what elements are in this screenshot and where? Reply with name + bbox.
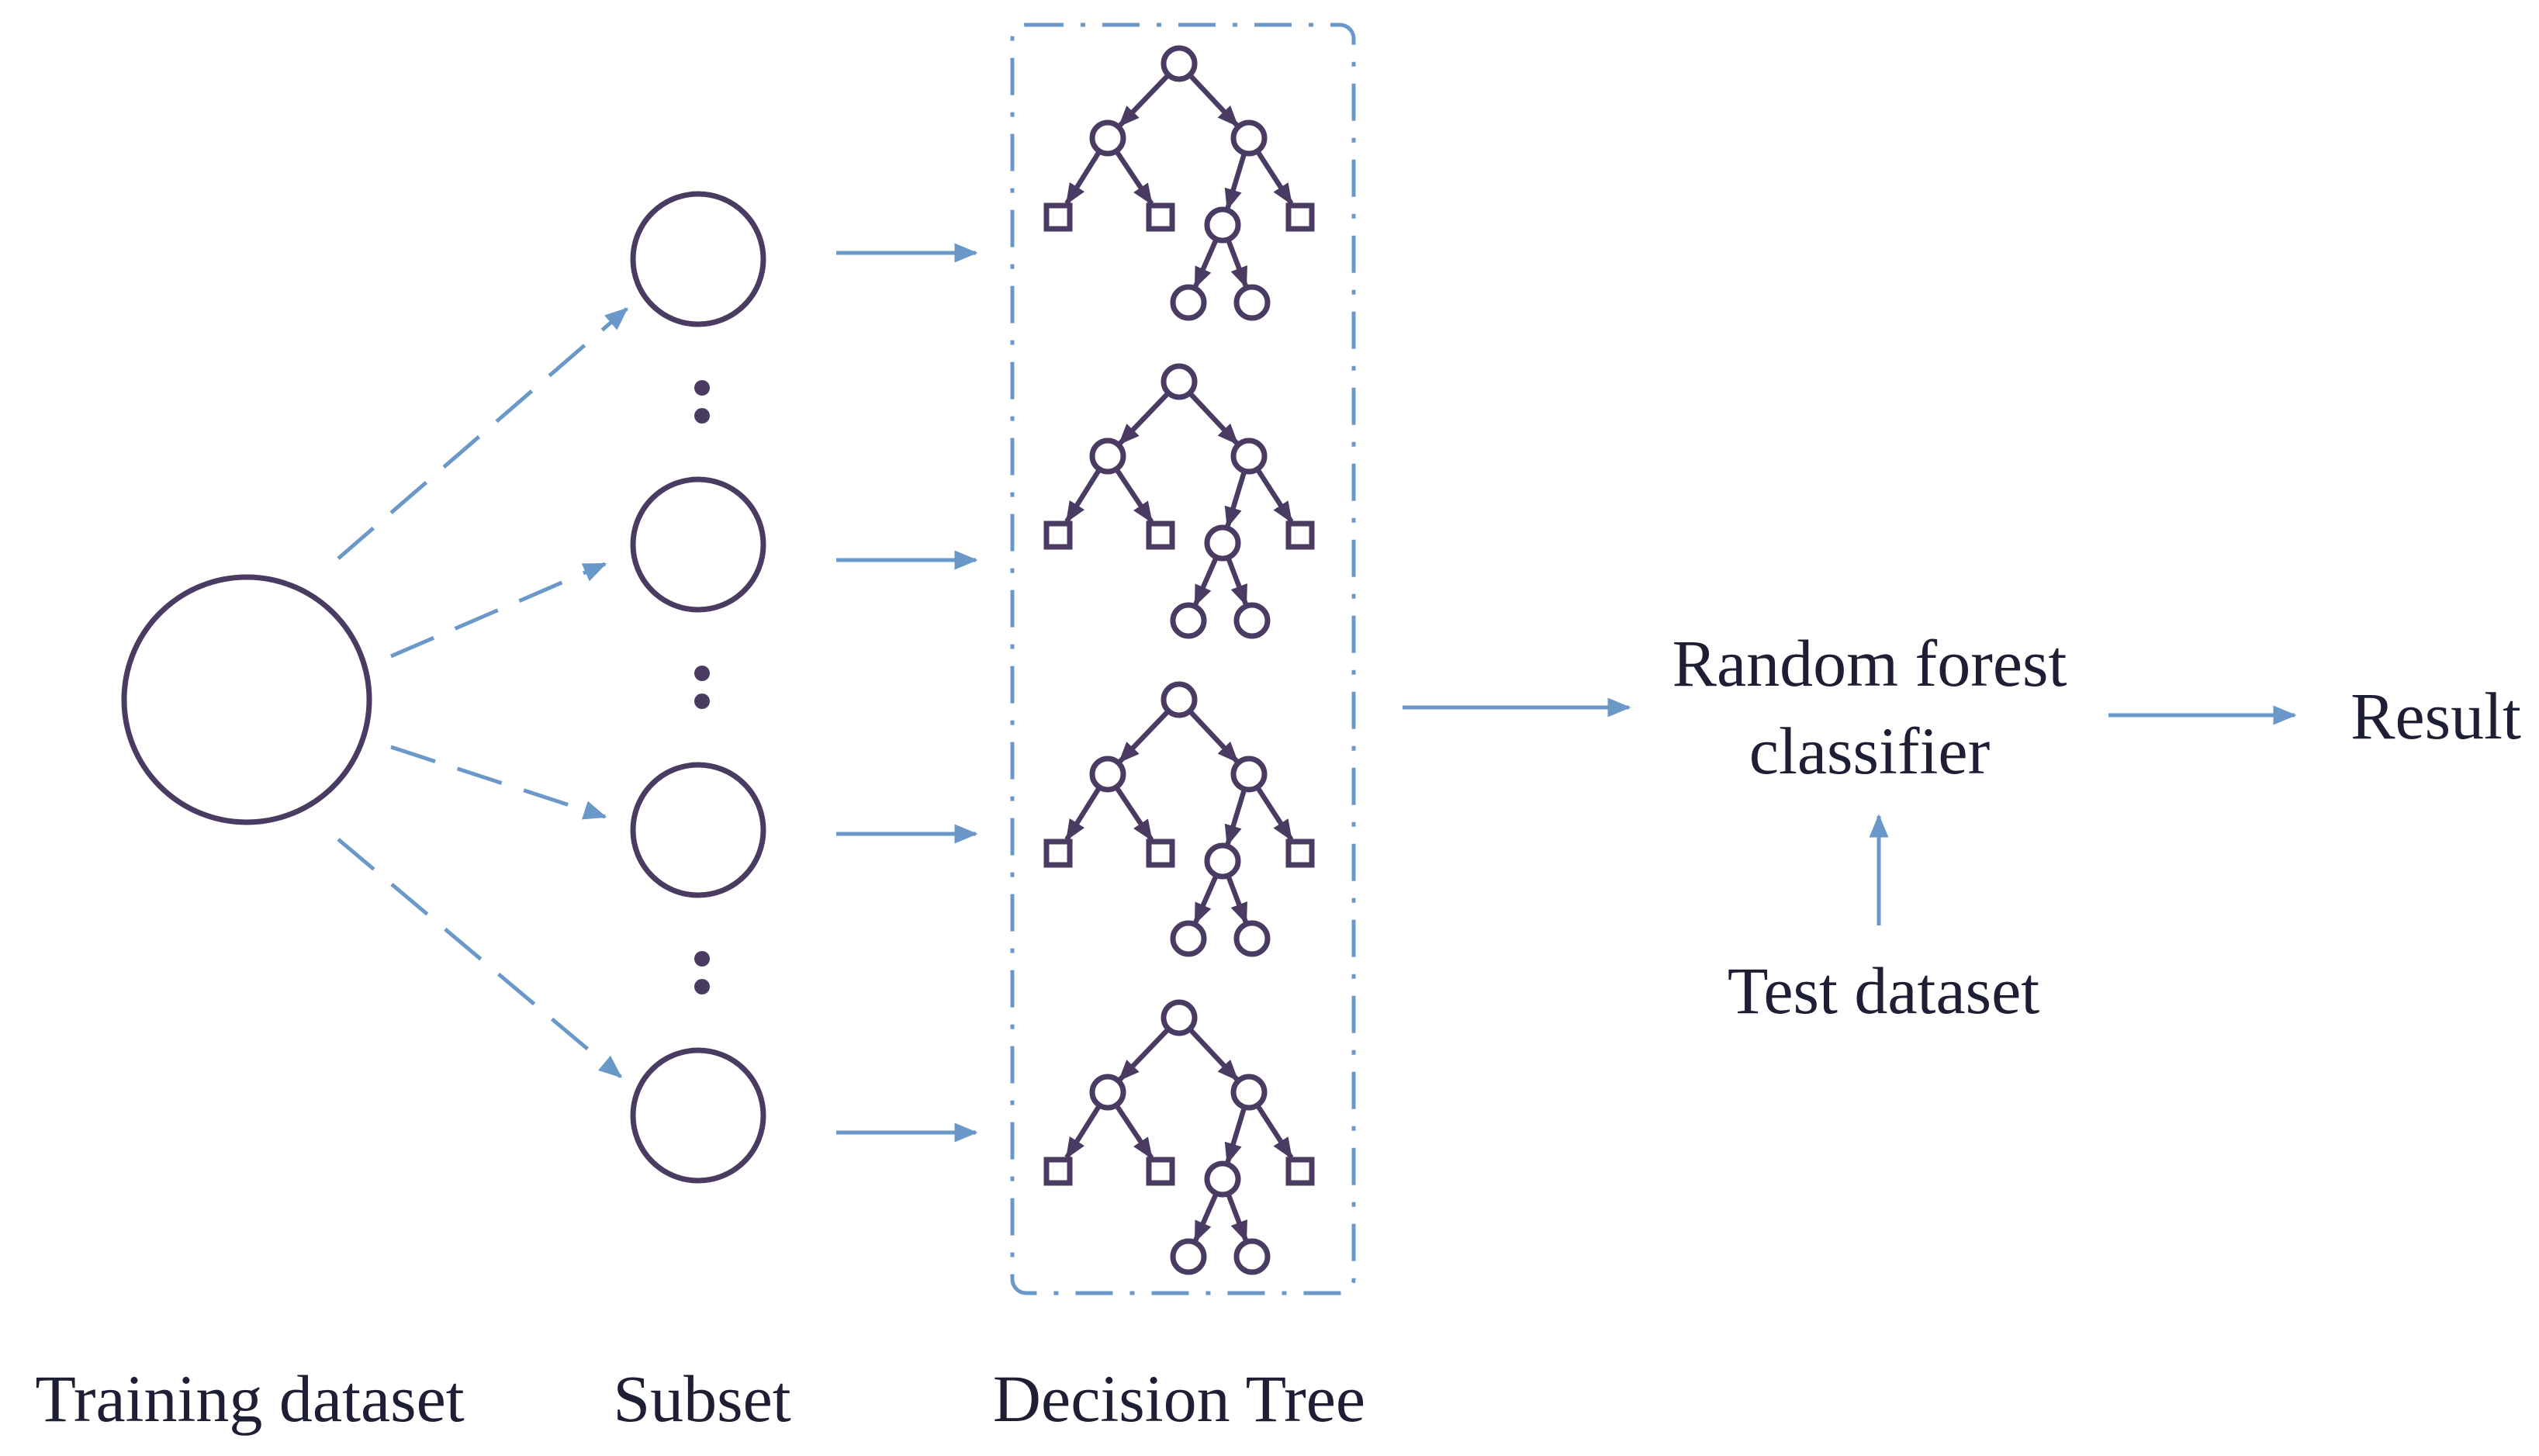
decision-tree-label: Decision Tree bbox=[993, 1361, 1365, 1436]
decision-tree-3 bbox=[1043, 681, 1315, 957]
test-dataset-label: Test dataset bbox=[1728, 953, 2039, 1028]
decision-tree-group bbox=[1043, 45, 1315, 1275]
result-label: Result bbox=[2350, 679, 2521, 753]
decision-tree-container bbox=[1010, 22, 1356, 1295]
classifier-label-line2: classifier bbox=[1749, 714, 1990, 788]
bootstrap-arrows bbox=[337, 307, 628, 1078]
training-dataset-circle bbox=[121, 574, 372, 825]
classifier-label-line1: Random forest bbox=[1672, 626, 2067, 700]
training-dataset-label: Training dataset bbox=[35, 1361, 464, 1436]
decision-tree-1 bbox=[1043, 45, 1315, 321]
bootstrap-arrow-2 bbox=[390, 562, 607, 659]
bootstrap-arrow-3 bbox=[390, 745, 607, 820]
subset-circle-2 bbox=[630, 476, 766, 613]
subset-ellipsis-3 bbox=[694, 951, 710, 994]
decision-tree-4 bbox=[1043, 999, 1315, 1275]
subset-circle-4 bbox=[630, 1047, 766, 1184]
subset-ellipsis-1 bbox=[694, 380, 710, 424]
subset-to-tree-arrows bbox=[836, 243, 978, 1143]
subset-circle-3 bbox=[630, 762, 766, 898]
subset-group bbox=[630, 191, 766, 1184]
subset-circle-1 bbox=[630, 191, 766, 327]
decision-tree-2 bbox=[1043, 363, 1315, 639]
bootstrap-arrow-1 bbox=[337, 307, 628, 560]
subset-ellipsis-2 bbox=[694, 666, 710, 709]
subset-label: Subset bbox=[613, 1361, 790, 1436]
bootstrap-arrow-4 bbox=[337, 838, 622, 1078]
